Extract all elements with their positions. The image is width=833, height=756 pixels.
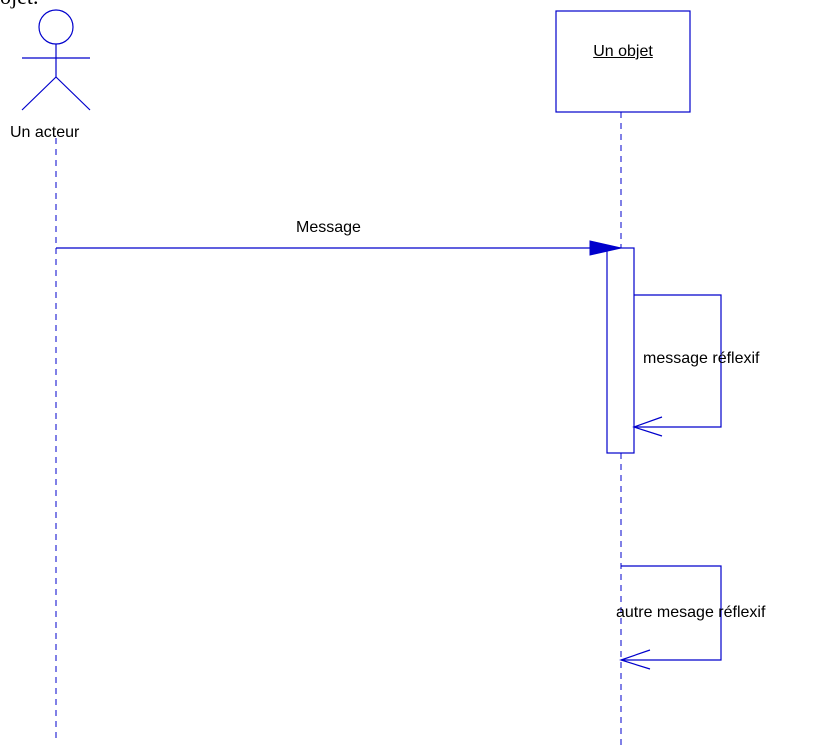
object-label: Un objet <box>593 43 653 60</box>
clipped-text-fragment: ojet. <box>0 0 39 8</box>
reflexive-message-1-arrowhead <box>632 416 663 437</box>
message-label: Message <box>296 219 361 236</box>
reflexive-message-2-arrowhead <box>619 649 651 670</box>
actor-figure <box>21 9 91 111</box>
reflexive-message-2-line <box>621 565 722 661</box>
reflexive-message-1-label: message réflexif <box>643 350 760 367</box>
activation-bar <box>606 247 635 454</box>
object-box <box>555 10 691 113</box>
reflexive-message-2-label: autre mesage réflexif <box>616 604 766 621</box>
actor-right-leg <box>55 76 91 111</box>
reflexive-message-1-line <box>634 294 722 428</box>
actor-label: Un acteur <box>10 124 80 141</box>
actor-left-leg <box>21 76 57 111</box>
actor-head <box>38 9 74 45</box>
message-arrowhead <box>589 240 622 256</box>
